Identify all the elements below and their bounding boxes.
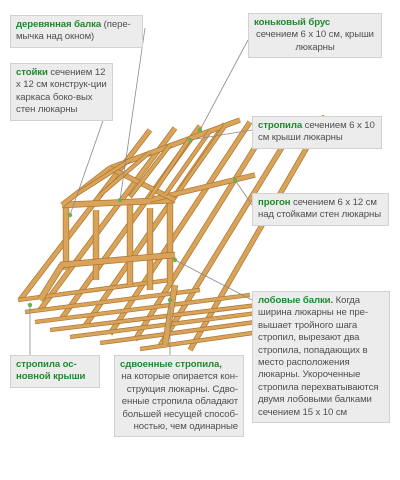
callout-rafters-heading: стропила [258, 120, 303, 131]
callout-posts-text: сечением 12 х 12 см конструк-ции каркаса… [16, 67, 107, 116]
callout-wooden-beam-text: (пере-мычка над окном) [16, 19, 131, 43]
leader-ridge-beam-dot [197, 127, 203, 133]
dormer-rafter-3 [128, 143, 172, 199]
leader-purlin-dot [232, 177, 238, 183]
leader-doubled-rafters-dot [167, 297, 173, 303]
callout-rafters-text: сечением 6 х 10 см крыши люкарны [258, 120, 375, 144]
callout-main-rafters-heading: стропила ос-новной крыши [16, 359, 86, 383]
callout-frontal-beams-text: Когда ширина люкарны не пре-вышает тройн… [258, 295, 379, 418]
callout-purlin-text: сечением 6 х 12 см над стойками стен люк… [258, 197, 381, 221]
leader-purlin [234, 179, 253, 206]
callout-main-rafters: стропила ос-новной крыши [10, 355, 100, 388]
callout-ridge-beam-heading: коньковый брус [254, 17, 331, 28]
leader-rafters-dot [187, 137, 193, 143]
leader-wooden-beam-dot [117, 197, 123, 203]
main-rafter-1 [17, 128, 153, 302]
dormer-rafter-4 [148, 136, 192, 200]
callout-ridge-beam: коньковый брус сечением 6 х 10 см, крыши… [248, 13, 382, 59]
leader-frontal-beams-dot [172, 257, 178, 263]
leader-posts-dot [67, 212, 73, 218]
callout-purlin: прогон сечением 6 х 12 см над стойками с… [252, 193, 389, 226]
frontal-beam-lower [59, 251, 176, 269]
callout-posts: стойки сечением 12 х 12 см конструк-ции … [10, 63, 113, 121]
callout-frontal-beams-heading: лобовые балки. [258, 295, 334, 306]
callout-ridge-beam-text: сечением 6 х 10 см, крыши люкарны [256, 29, 374, 53]
callout-doubled-rafters-heading: сдвоенные стропила, [120, 359, 222, 370]
leader-rafters [189, 129, 253, 141]
leader-wooden-beam [119, 27, 146, 201]
main-rafter-7 [157, 116, 303, 348]
doubled-rafter-left [37, 263, 65, 302]
dormer-rafter-5 [163, 129, 212, 197]
callout-posts-heading: стойки [16, 67, 48, 78]
dormer-rafter-6 [178, 124, 227, 192]
callout-wooden-beam: деревянная балка (пере-мычка над окном) [10, 15, 143, 48]
main-rafter-2 [37, 126, 178, 312]
leader-ridge-beam [199, 39, 249, 131]
batten-3 [34, 292, 251, 325]
leader-main-rafters-dot [27, 302, 33, 308]
callout-doubled-rafters-text: на которые опирается кон-струкция люкарн… [121, 371, 238, 433]
dormer-rafter-1 [78, 158, 132, 194]
callout-rafters: стропила сечением 6 х 10 см крыши люкарн… [252, 116, 382, 149]
dormer-ridge-beam [109, 117, 241, 171]
callout-wooden-beam-heading: деревянная балка [16, 19, 102, 30]
callout-purlin-heading: прогон [258, 197, 291, 208]
callout-frontal-beams: лобовые балки. Когда ширина люкарны не п… [252, 291, 390, 424]
main-rafter-6 [132, 118, 275, 342]
leader-frontal-beams [174, 259, 253, 301]
callout-doubled-rafters: сдвоенные стропила, на которые опирается… [114, 355, 244, 438]
dormer-rafter-2 [98, 150, 152, 197]
